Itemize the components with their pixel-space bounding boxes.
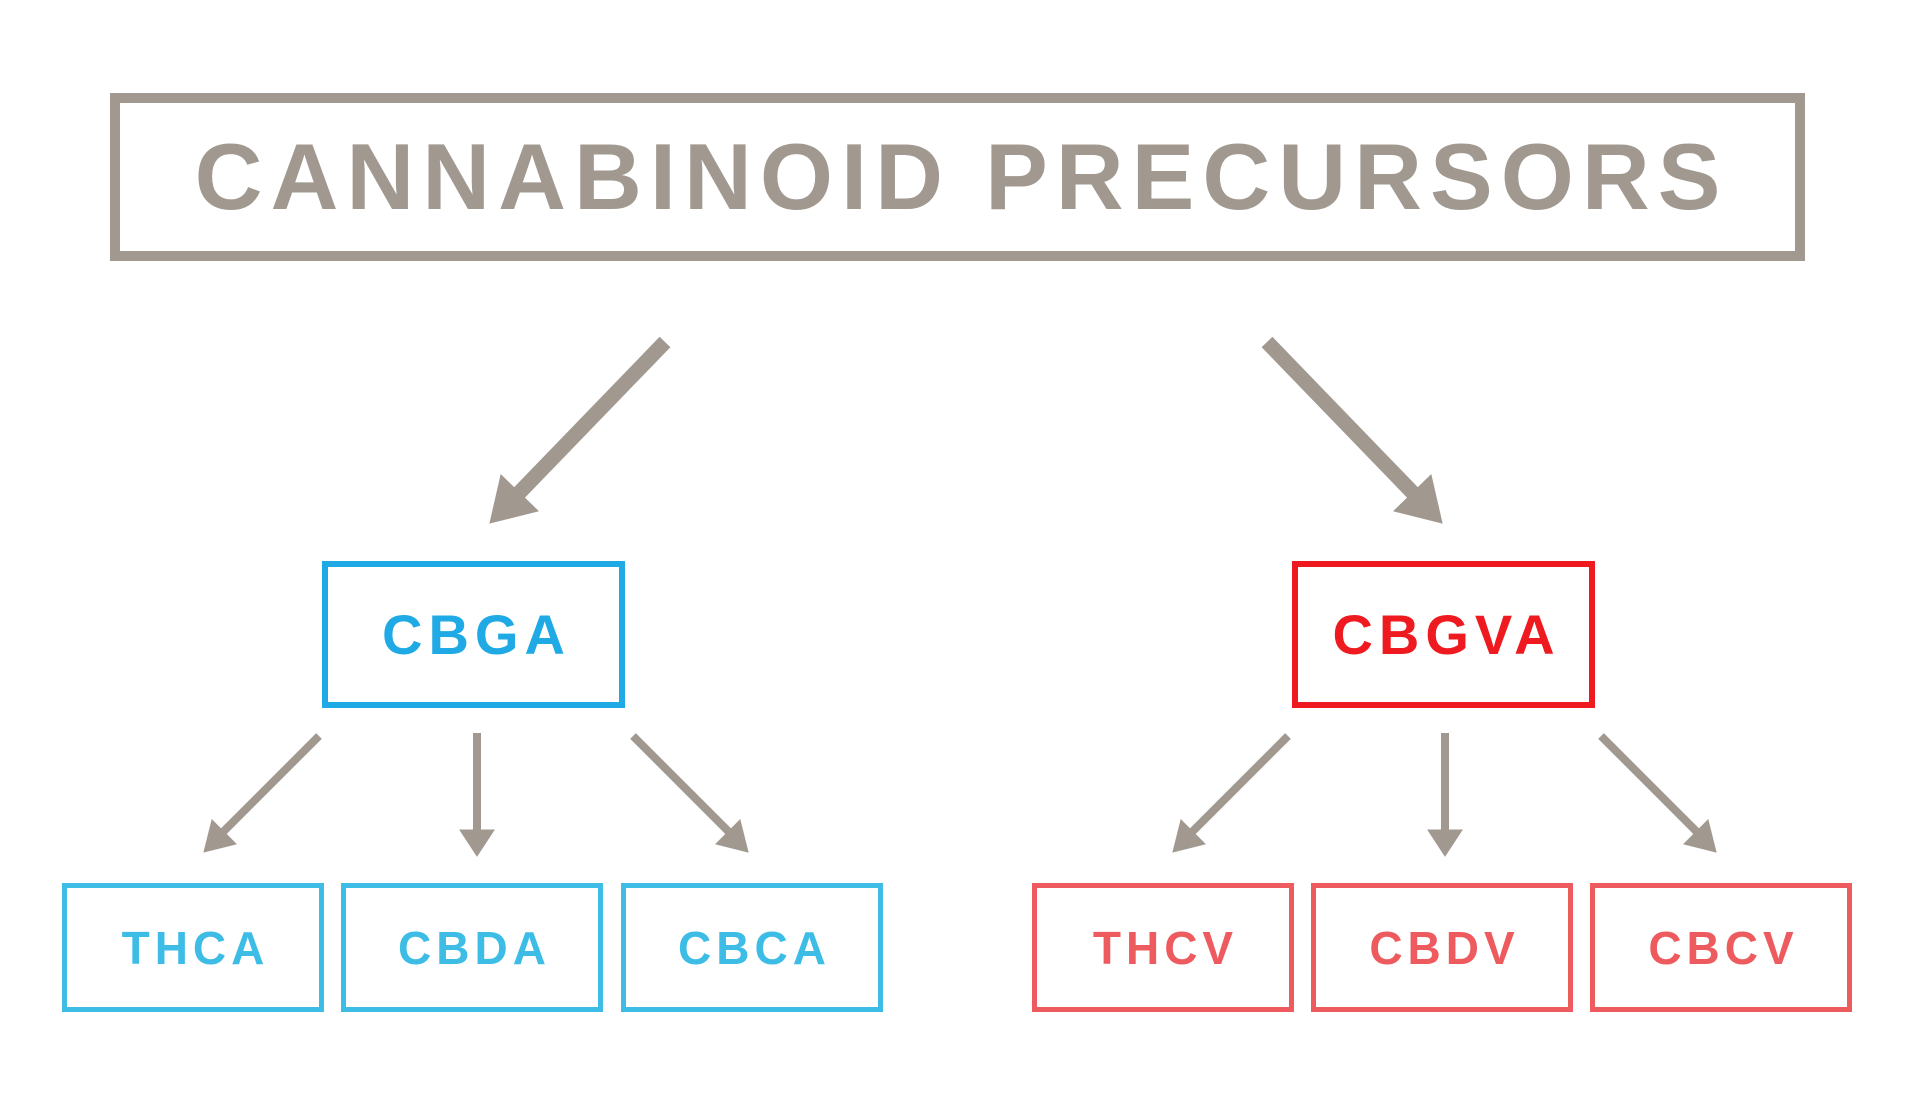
product-box-cbdv: CBDV: [1311, 883, 1573, 1012]
product-label: CBCV: [1648, 921, 1799, 974]
product-box-thcv: THCV: [1032, 883, 1294, 1012]
precursor-label: CBGA: [382, 603, 571, 666]
product-label: CBCA: [678, 921, 831, 974]
diagram-title: CANNABINOID PRECURSORS: [194, 124, 1729, 229]
precursor-label: CBGVA: [1332, 603, 1561, 666]
precursor-box-cbga: CBGA: [322, 561, 625, 708]
arrow-cbga-to-thca: [203, 733, 322, 853]
product-label: CBDV: [1369, 921, 1520, 974]
arrow-title-to-cbgva: [1261, 336, 1443, 524]
product-label: THCA: [121, 921, 270, 974]
product-box-cbda: CBDA: [341, 883, 603, 1012]
arrow-cbga-to-cbda: [459, 733, 495, 857]
arrow-cbgva-to-cbcv: [1598, 733, 1717, 853]
product-box-cbca: CBCA: [621, 883, 883, 1012]
arrow-cbga-to-cbca: [630, 733, 749, 853]
arrow-title-to-cbga: [489, 336, 671, 524]
title-box: CANNABINOID PRECURSORS: [110, 93, 1805, 261]
arrow-cbgva-to-thcv: [1172, 733, 1291, 853]
product-box-cbcv: CBCV: [1590, 883, 1852, 1012]
product-box-thca: THCA: [62, 883, 324, 1012]
arrow-cbgva-to-cbdv: [1427, 733, 1463, 857]
product-label: THCV: [1092, 921, 1239, 974]
precursor-box-cbgva: CBGVA: [1292, 561, 1595, 708]
product-label: CBDA: [398, 921, 551, 974]
